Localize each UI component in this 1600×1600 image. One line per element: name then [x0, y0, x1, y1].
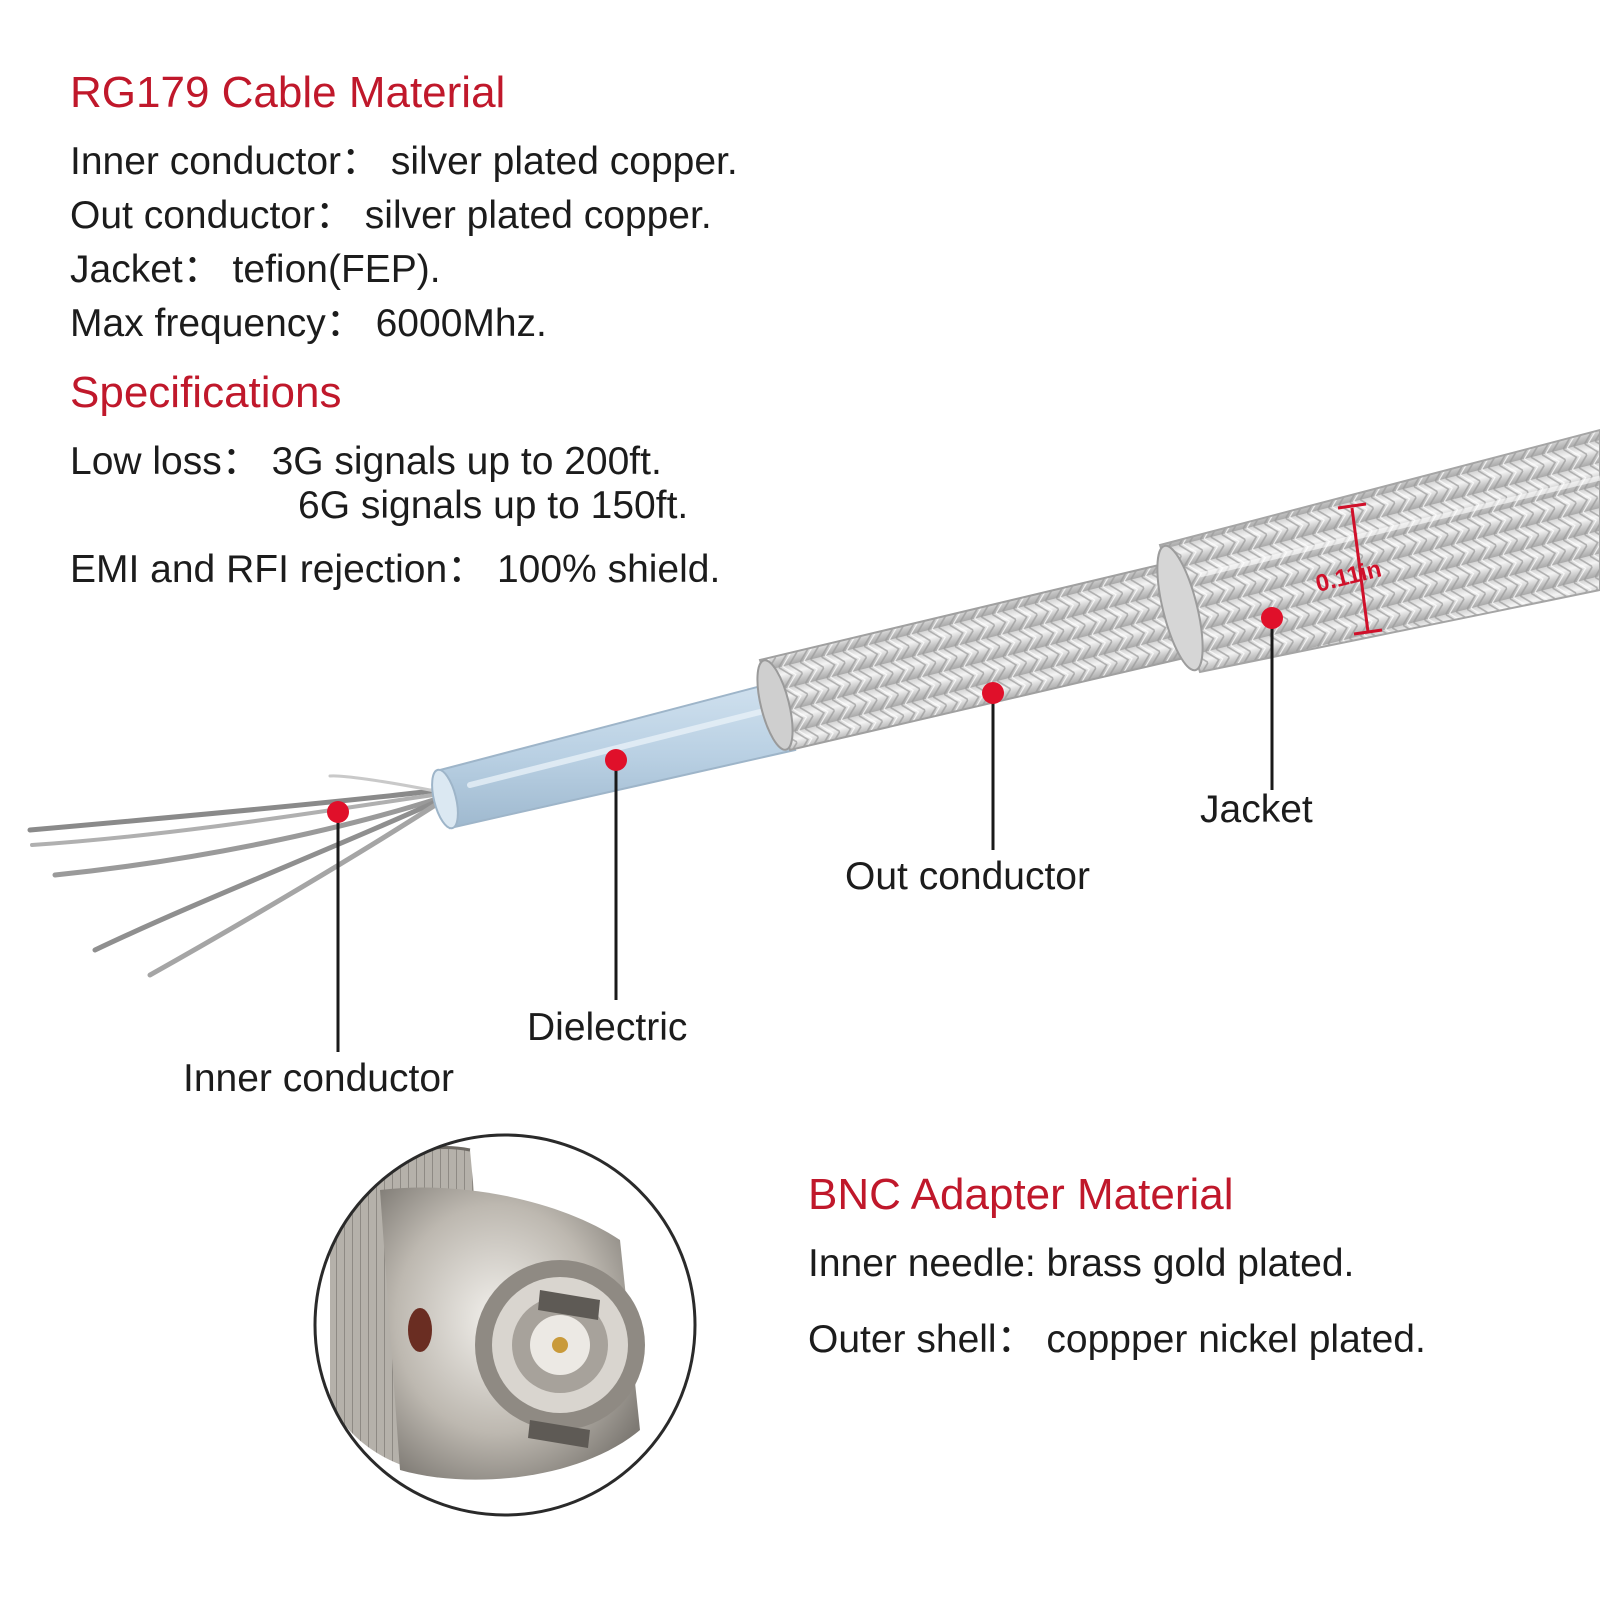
out-conductor-marker — [982, 682, 1004, 704]
jacket — [1156, 428, 1600, 674]
spec-line: Low loss： 3G signals up to 200ft. — [70, 440, 662, 483]
callout-leaders — [336, 618, 1274, 1052]
out-conductor-label: Out conductor — [845, 855, 1090, 898]
cable-material-line: Inner conductor： silver plated copper. — [70, 140, 738, 183]
cable-material-line: Jacket： tefion(FEP). — [70, 248, 441, 291]
bnc-adapter-line: Inner needle: brass gold plated. — [808, 1242, 1355, 1285]
specifications-heading: Specifications — [70, 368, 342, 417]
jacket-marker — [1261, 607, 1283, 629]
bnc-adapter-line: Outer shell： coppper nickel plated. — [808, 1318, 1426, 1361]
bnc-connector-photo — [313, 1133, 697, 1517]
inner-conductor-strands — [27, 774, 443, 978]
spec-line: EMI and RFI rejection： 100% shield. — [70, 548, 721, 591]
inner-conductor-marker — [327, 801, 349, 823]
inner-conductor-label: Inner conductor — [183, 1057, 455, 1100]
out-conductor-braid — [756, 558, 1212, 752]
bnc-adapter-heading: BNC Adapter Material — [808, 1170, 1234, 1219]
jacket-label: Jacket — [1200, 788, 1313, 831]
dielectric-label: Dielectric — [527, 1006, 688, 1049]
cable-material-line: Out conductor： silver plated copper. — [70, 194, 712, 237]
cable-material-heading: RG179 Cable Material — [70, 68, 506, 117]
diameter-dimension — [1337, 502, 1383, 636]
dielectric-marker — [605, 749, 627, 771]
cable-material-line: Max frequency： 6000Mhz. — [70, 302, 547, 345]
spec-line: 6G signals up to 150ft. — [298, 484, 689, 527]
